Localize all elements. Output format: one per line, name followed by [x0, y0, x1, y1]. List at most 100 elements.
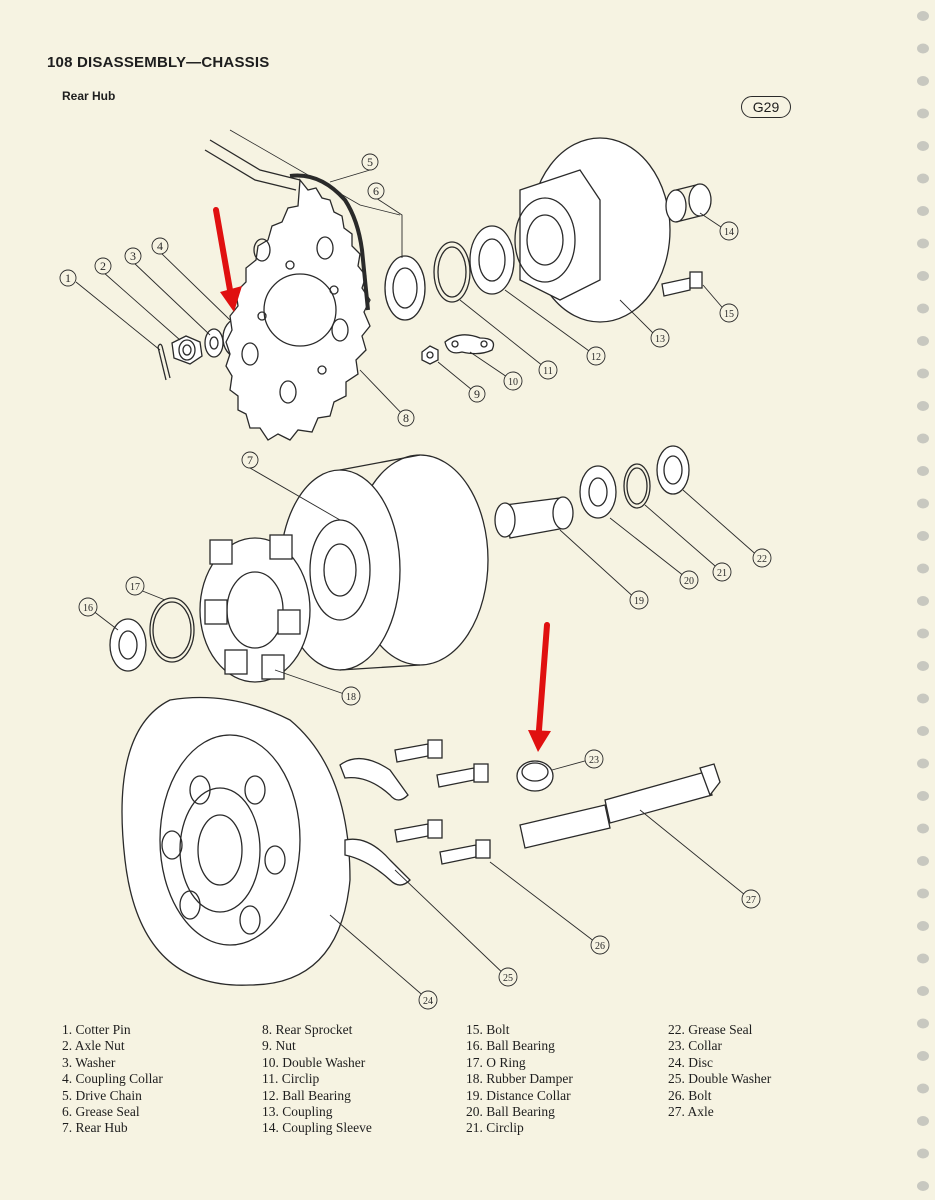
legend-item: 7. Rear Hub [62, 1120, 128, 1136]
svg-text:12: 12 [591, 352, 601, 363]
svg-text:16: 16 [83, 603, 93, 614]
legend-item: 21. Circlip [466, 1120, 524, 1136]
binder-holes [917, 11, 929, 1191]
callout-26: 26 [590, 935, 610, 955]
binder-hole [917, 1083, 929, 1094]
svg-text:9: 9 [474, 387, 480, 401]
figure-id-badge: G29 [741, 96, 791, 118]
svg-text:27: 27 [746, 895, 756, 906]
legend-item: 20. Ball Bearing [466, 1104, 555, 1120]
binder-hole [917, 271, 929, 281]
svg-text:23: 23 [589, 755, 599, 766]
binder-hole [917, 76, 929, 86]
coupling-13 [514, 137, 671, 323]
ball-bearing-20 [579, 465, 617, 519]
binder-hole [917, 1018, 929, 1029]
callout-18: 18 [341, 686, 361, 706]
legend-item: 1. Cotter Pin [62, 1022, 131, 1037]
rubber-damper [199, 534, 311, 683]
axle-27 [519, 763, 721, 849]
callout-25: 25 [498, 967, 518, 987]
legend-item: 2. Axle Nut [62, 1038, 125, 1054]
page-header: 108 DISASSEMBLY—CHASSIS [47, 54, 270, 71]
binder-hole [917, 401, 929, 411]
legend-item: 8. Rear Sprocket [262, 1022, 353, 1037]
grease-seal-6 [384, 255, 426, 321]
red-arrow-coupling-collar [213, 207, 242, 312]
callout-24: 24 [418, 990, 438, 1010]
binder-hole [917, 888, 929, 899]
svg-text:17: 17 [130, 582, 140, 593]
nut-9 [421, 345, 439, 365]
legend-item: 26. Bolt [668, 1087, 712, 1103]
cotter-pin [157, 343, 171, 381]
circlip-11 [433, 241, 471, 303]
binder-hole [917, 43, 929, 54]
legend-item: 12. Ball Bearing [262, 1087, 351, 1103]
binder-hole [917, 921, 929, 931]
binder-hole [917, 108, 929, 119]
binder-hole [917, 628, 929, 639]
svg-text:7: 7 [247, 453, 253, 467]
binder-hole [917, 726, 929, 736]
binder-hole [917, 466, 929, 476]
svg-text:25: 25 [503, 973, 513, 984]
svg-text:4: 4 [157, 239, 163, 253]
legend-item: 9. Nut [262, 1038, 296, 1054]
binder-hole [917, 1148, 929, 1159]
o-ring-17 [149, 597, 195, 663]
svg-text:18: 18 [346, 692, 356, 703]
double-washer-25 [339, 758, 411, 886]
legend-item: 10. Double Washer [262, 1054, 366, 1070]
callout-22: 22 [752, 548, 772, 568]
binder-hole [917, 206, 929, 216]
legend-item: 24. Disc [668, 1054, 713, 1070]
circlip-21 [623, 463, 651, 509]
legend-item: 14. Coupling Sleeve [262, 1120, 372, 1136]
callout-1: 1 [59, 269, 77, 287]
binder-hole [917, 791, 929, 801]
grease-seal-22 [656, 445, 690, 495]
callout-14: 14 [719, 221, 739, 241]
binder-hole [917, 141, 929, 151]
ball-bearing-12 [469, 225, 515, 295]
legend-item: 16. Ball Bearing [466, 1038, 555, 1054]
legend-item: 3. Washer [62, 1054, 116, 1070]
rear-hub [279, 454, 489, 671]
binder-hole [917, 661, 929, 671]
svg-text:11: 11 [543, 366, 553, 377]
legend-item: 15. Bolt [466, 1022, 510, 1037]
binder-hole [917, 303, 929, 314]
binder-hole [917, 986, 929, 996]
legend-item: 6. Grease Seal [62, 1104, 140, 1120]
axle-nut [171, 335, 203, 365]
ball-bearing-16 [109, 618, 147, 672]
callout-15: 15 [719, 303, 739, 323]
legend-item: 5. Drive Chain [62, 1087, 142, 1103]
binder-hole [917, 173, 929, 184]
legend-item: 18. Rubber Damper [466, 1071, 573, 1087]
callout-11: 11 [538, 360, 558, 380]
svg-text:19: 19 [634, 596, 644, 607]
binder-hole [917, 498, 929, 509]
double-washer-10 [444, 334, 495, 355]
legend-item: 17. O Ring [466, 1054, 526, 1070]
svg-text:22: 22 [757, 554, 767, 565]
binder-hole [917, 11, 929, 21]
svg-text:14: 14 [724, 227, 734, 238]
binder-hole [917, 336, 929, 346]
legend-item: 25. Double Washer [668, 1071, 772, 1087]
callout-27: 27 [741, 889, 761, 909]
callout-17: 17 [125, 576, 145, 596]
svg-text:21: 21 [717, 568, 727, 579]
collar-23 [516, 760, 554, 792]
svg-text:1: 1 [65, 271, 71, 285]
svg-text:20: 20 [684, 576, 694, 587]
binder-hole [917, 368, 929, 379]
svg-text:8: 8 [403, 411, 409, 425]
callout-7: 7 [241, 451, 259, 469]
legend-column-4: 22. Grease Seal 23. Collar 24. Disc 25. … [668, 1022, 771, 1120]
callout-13: 13 [650, 328, 670, 348]
coupling-sleeve-14 [665, 183, 712, 223]
callout-21: 21 [712, 562, 732, 582]
